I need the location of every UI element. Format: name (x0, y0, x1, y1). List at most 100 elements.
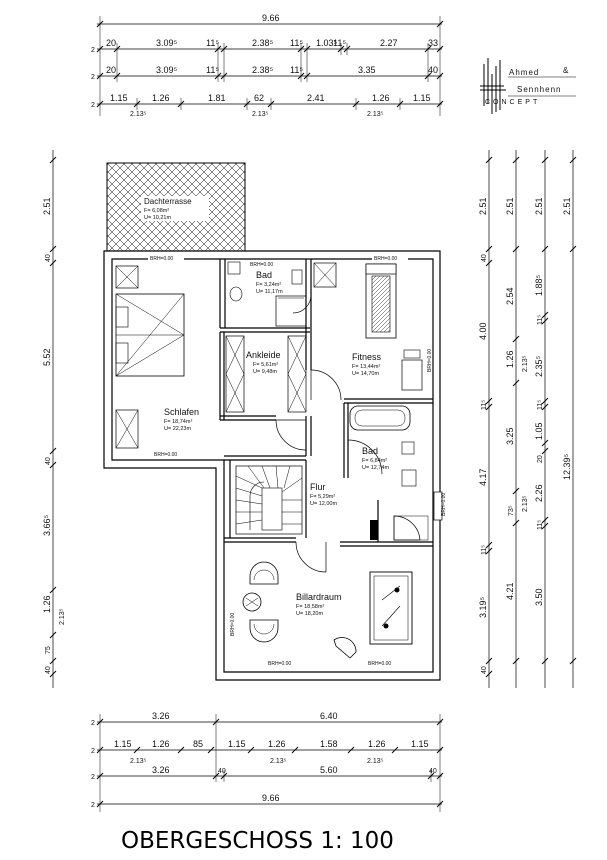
room-area-flur: F= 5,29m² (310, 494, 335, 500)
dim-right2-3: 2.13⁵ (522, 355, 529, 372)
armchairs (242, 561, 357, 659)
dim-right2-5: 73⁵ (508, 505, 515, 516)
dim-bottom-r2-sub-1: 2.13⁵ (270, 758, 287, 765)
dim-bottom-r2-sub-2: 2.13⁵ (367, 758, 384, 765)
dim-right3-1: 1.88⁵ (534, 274, 544, 296)
parapet-height-labels: BRH=0.00 BRH=0.00 BRH=0.00 BRH=0.00 BRH=… (148, 255, 447, 667)
dim-left-5: 1.26 (42, 595, 52, 613)
room-area-bad-upper: F= 3,24m² (256, 282, 281, 288)
fitness-equipment (313, 262, 423, 391)
dim-right1-5: 11⁵ (481, 545, 488, 555)
dim-top-r4-lead: 2 (91, 102, 95, 109)
dim-right2-0: 2.51 (505, 197, 515, 215)
dim-right1-4: 4.17 (478, 468, 488, 486)
dim-top-r4-4: 2.41 (307, 93, 325, 103)
dim-right2-2: 1.26 (505, 350, 515, 368)
dim-top-r3-0: 20 (106, 65, 116, 75)
dim-left-1: 40 (45, 254, 52, 262)
dim-top-r4-3: 62 (254, 93, 264, 103)
company-logo: Ahmed & Sennhenn CONCEPT (480, 58, 576, 114)
dim-top-r2-5: 1.03⁵ (316, 38, 338, 48)
dim-top-r4-0: 1.15 (110, 93, 128, 103)
dim-top-r2-0: 20 (106, 38, 116, 48)
bathroom-fixtures-upper (227, 261, 307, 327)
dim-top-r4-sub-1: 2.13⁵ (252, 111, 269, 118)
dim-right4-1: 12.39⁵ (562, 453, 572, 480)
brh-label-9: BRH=0.00 (230, 613, 236, 636)
room-area-ankleide: F= 5,61m² (253, 362, 278, 368)
exterior-walls (103, 250, 441, 681)
room-perimeter-fitness: U= 14,70m (352, 371, 379, 377)
dim-bottom-r2-4: 1.26 (268, 739, 286, 749)
dim-left-7: 75 (45, 646, 52, 654)
dim-top-r2-7: 2.27 (380, 38, 398, 48)
dim-bottom-r3-1: 40 (218, 768, 226, 775)
dim-top-r2-lead: 2 (91, 47, 95, 54)
dim-left-8: 40 (45, 666, 52, 674)
room-label-bad-upper: Bad (256, 270, 272, 280)
room-perimeter-ankleide: U= 9,48m (253, 369, 277, 375)
dim-left-4: 3.66⁵ (42, 514, 52, 536)
room-perimeter-billardraum: U= 18,20m (296, 611, 323, 617)
dim-bottom-r2-lead: 2 (91, 748, 95, 755)
dim-right3-9: 3.50 (534, 588, 544, 606)
dim-top-r3-6: 40 (428, 65, 438, 75)
drawing-title: OBERGESCHOSS 1: 100 (121, 828, 394, 854)
brh-label-3: BRH=0.00 (374, 256, 397, 262)
dim-left-3: 40 (45, 457, 52, 465)
room-area-fitness: F= 13,44m² (352, 364, 380, 370)
dim-left-2: 5.52 (42, 348, 52, 366)
dim-right2-7: 4.21 (505, 582, 515, 600)
dim-top-r2-1: 3.09⁵ (156, 38, 178, 48)
right-dimension-chains: 2.51 40 4.00 11⁵ 4.17 11⁵ 3.19⁵ 40 2.51 … (478, 150, 577, 688)
logo-ampersand: & (563, 66, 569, 75)
dim-top-r3-3: 2.38⁵ (252, 65, 274, 75)
top-dimension-chains: 9.66 2 20 3.09⁵ 11⁵ 2.38⁵ 11⁵ 1.03⁵ 11⁵ … (91, 13, 444, 118)
room-area-dachterrasse: F= 6,08m² (144, 208, 169, 214)
dim-right1-6: 3.19⁵ (478, 596, 488, 618)
room-area-billardraum: F= 18,58m² (296, 604, 324, 610)
dim-bottom-r3-lead: 2 (91, 774, 95, 781)
dim-right1-7: 40 (481, 666, 488, 674)
logo-name-ahmed: Ahmed (509, 68, 539, 77)
brh-label-7: BRH=0.00 (427, 349, 433, 372)
dim-top-r4-sub-2: 2.13⁵ (367, 111, 384, 118)
dim-top-r3-lead: 2 (91, 74, 95, 81)
dim-top-r2-6: 11⁵ (333, 38, 346, 48)
dim-right3-4: 11⁵ (537, 400, 544, 410)
logo-mark (480, 58, 506, 114)
dim-right2-1: 2.54 (505, 287, 515, 305)
dim-top-r4-sub-0: 2.13⁵ (130, 111, 147, 118)
dim-bottom-r4-lead: 2 (91, 802, 95, 809)
dim-right3-0: 2.51 (534, 197, 544, 215)
dim-top-r3-4: 11⁵ (290, 65, 303, 75)
dim-bottom-r2-2: 85 (193, 739, 203, 749)
billiard-table (369, 571, 413, 645)
left-dimension-chain: 2.51 40 5.52 40 3.66⁵ 1.26 2.13⁵ 75 40 (42, 150, 66, 688)
dim-right4-0: 2.51 (562, 197, 572, 215)
dim-bottom-r2-3: 1.15 (228, 739, 246, 749)
dim-top-r3-2: 11⁵ (206, 65, 219, 75)
dim-top-r2-8: 33 (428, 38, 438, 48)
dim-bottom-r2-1: 1.26 (152, 739, 170, 749)
staircase (235, 465, 303, 535)
dim-bottom-r2-0: 1.15 (114, 739, 132, 749)
bathroom-fixtures-lower (349, 405, 443, 541)
room-label-bad-lower: Bad (362, 446, 378, 456)
roof-terrace-label-bg (141, 196, 209, 221)
room-label-flur: Flur (310, 482, 326, 492)
room-perimeter-bad-upper: U= 11,17m (256, 289, 283, 295)
dim-right1-0: 2.51 (478, 197, 488, 215)
room-perimeter-dachterrasse: U= 10,21m (144, 215, 171, 221)
building: Dachterrasse F= 6,08m² U= 10,21m (103, 162, 447, 681)
dim-top-r2-4: 11⁵ (290, 38, 303, 48)
room-perimeter-bad-lower: U= 12,74m (362, 465, 389, 471)
dim-bottom-r1-0: 3.26 (152, 711, 170, 721)
dim-bottom-r3-0: 3.26 (152, 765, 170, 775)
room-area-schlafen: F= 18,74m² (164, 419, 192, 425)
logo-name-sennhenn: Sennhenn (517, 85, 561, 94)
dim-right3-8: 11⁵ (537, 520, 544, 530)
room-label-ankleide: Ankleide (246, 350, 281, 360)
dim-right1-1: 40 (481, 254, 488, 262)
